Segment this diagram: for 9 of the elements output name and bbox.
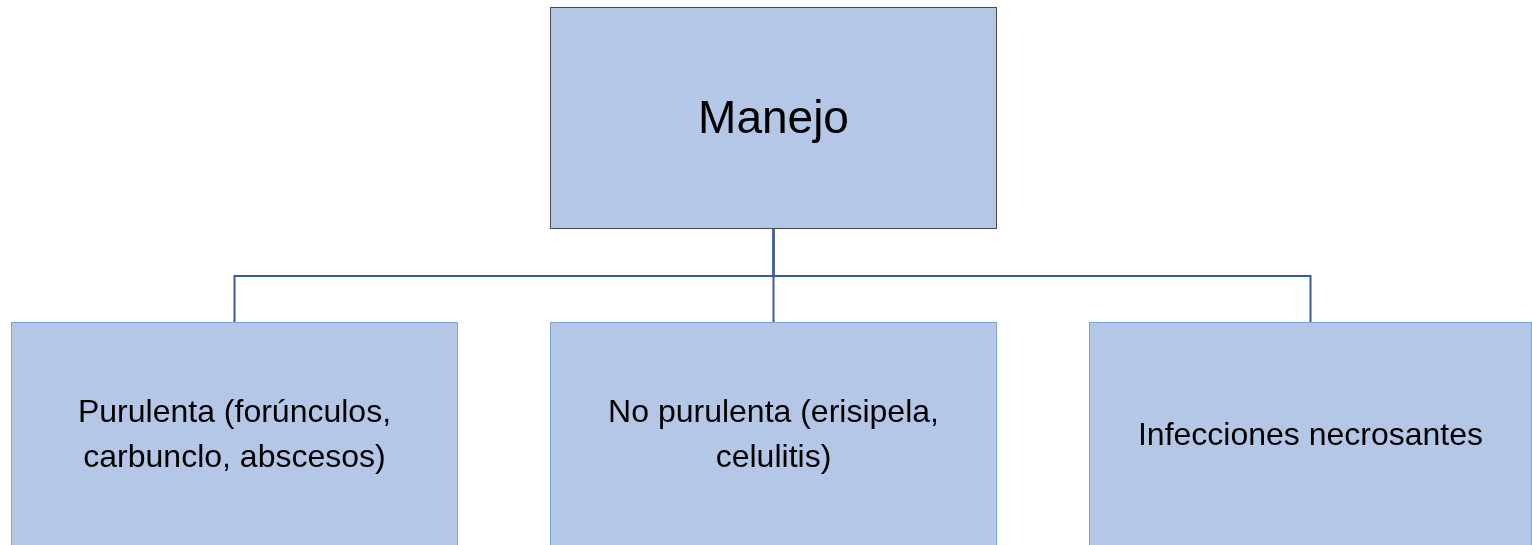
category-text: Purulenta (forúnculos, carbunclo, abscesos) [76,392,393,476]
category-text: No purulenta (erisipela, celulitis) [607,392,940,476]
root-box [550,7,997,229]
category-text: Infecciones necrosantes [1137,414,1484,454]
title-text: Manejo [698,90,849,146]
category-box [11,322,458,545]
connector-line [772,228,1312,323]
category-box [1089,322,1532,545]
category-box [550,322,997,545]
